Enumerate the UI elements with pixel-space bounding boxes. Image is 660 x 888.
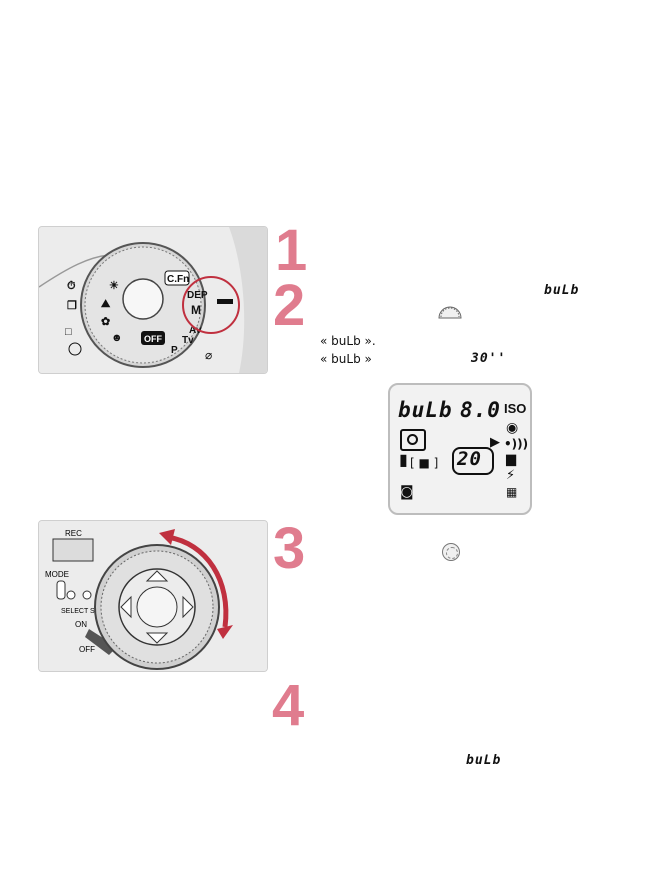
- svg-text:✿: ✿: [101, 316, 110, 328]
- dial-label-p: P: [171, 345, 178, 356]
- quick-control-dial-photo: REC MODE SELECT SET ON OFF: [38, 520, 268, 672]
- step-number-4: 4: [272, 673, 305, 738]
- lcd-bracket-icon: ▦: [506, 485, 518, 499]
- drive-continuous-icon: ❐: [67, 300, 77, 312]
- mode-dial-photo: ⏱ ❐ □ C.Fn DEP M Av Tv P OFF ☀ ⛰ ✿ ☻ ⌀: [38, 226, 268, 374]
- svg-text:⌀: ⌀: [205, 348, 212, 362]
- rotate-arrow-head-top: [159, 529, 175, 545]
- step-number-3: 3: [273, 516, 306, 581]
- lcd-meter-scale: [ ■ ]: [410, 456, 439, 470]
- lcd-aperture-readout: 8.0: [460, 398, 501, 422]
- off-label: OFF: [79, 645, 95, 654]
- dial-label-tv: Tv: [182, 335, 194, 346]
- svg-text:⛰: ⛰: [100, 298, 111, 310]
- mode-dial-illustration: ⏱ ❐ □ C.Fn DEP M Av Tv P OFF ☀ ⛰ ✿ ☻ ⌀: [39, 227, 267, 373]
- quick-dial-icon: [442, 543, 460, 561]
- dial-label-off: OFF: [144, 334, 162, 344]
- lcd-shot-count: 20: [457, 448, 482, 470]
- drive-single-icon: □: [65, 326, 72, 338]
- rotate-arrow-head-bottom: [217, 625, 233, 639]
- lcd-flash-icon: ⚡: [506, 468, 516, 483]
- dial-label-m: M: [191, 303, 201, 317]
- lcd-pointer-icon: ▶: [490, 435, 500, 450]
- lcd-mode-readout: buLb: [398, 398, 453, 422]
- self-timer-icon: ⏱: [67, 279, 76, 292]
- mode-m-callout-circle: [182, 276, 240, 334]
- bulb-readout-top: buLb: [544, 283, 580, 298]
- rotate-arrow-arc: [166, 534, 229, 628]
- lcd-beep-icon: •))): [504, 437, 529, 451]
- quick-control-illustration: REC MODE SELECT SET ON OFF: [39, 521, 267, 671]
- dial-label-av: Av: [189, 325, 202, 336]
- bulb-line-2-prefix: « buLb »: [320, 352, 372, 366]
- on-label: ON: [75, 620, 87, 629]
- lcd-count-box: [452, 447, 494, 475]
- dial-label-dep: DEP: [187, 290, 208, 301]
- shutter-30s-readout: 30'': [471, 351, 507, 366]
- step-number-2: 2: [273, 273, 306, 338]
- select-set-label: SELECT SET: [61, 608, 104, 615]
- svg-text:☀: ☀: [109, 280, 119, 292]
- lcd-red-eye-icon: ◉: [506, 420, 519, 436]
- bulb-line-1: « buLb ».: [320, 334, 376, 348]
- metering-icon: [400, 429, 426, 451]
- mode-label: MODE: [45, 570, 69, 579]
- step-number-1: 1: [275, 218, 308, 283]
- lcd-panel: buLb 8.0 ISO ◉ ▶ •))) ▮ [ ■ ] 20 ▆ ⚡ ▦ ◙: [388, 383, 532, 515]
- svg-text:☻: ☻: [111, 332, 123, 344]
- lcd-battery-icon: ▮: [399, 450, 408, 469]
- dial-label-cfn: C.Fn: [167, 274, 189, 285]
- lcd-iso-label: ISO: [504, 401, 527, 416]
- lcd-card-icon: ◙: [400, 484, 414, 500]
- lcd-drive-icon: ▆: [506, 452, 516, 467]
- rec-label: REC: [65, 529, 82, 538]
- bulb-readout-bottom: buLb: [466, 753, 502, 768]
- main-dial-icon: [437, 304, 463, 319]
